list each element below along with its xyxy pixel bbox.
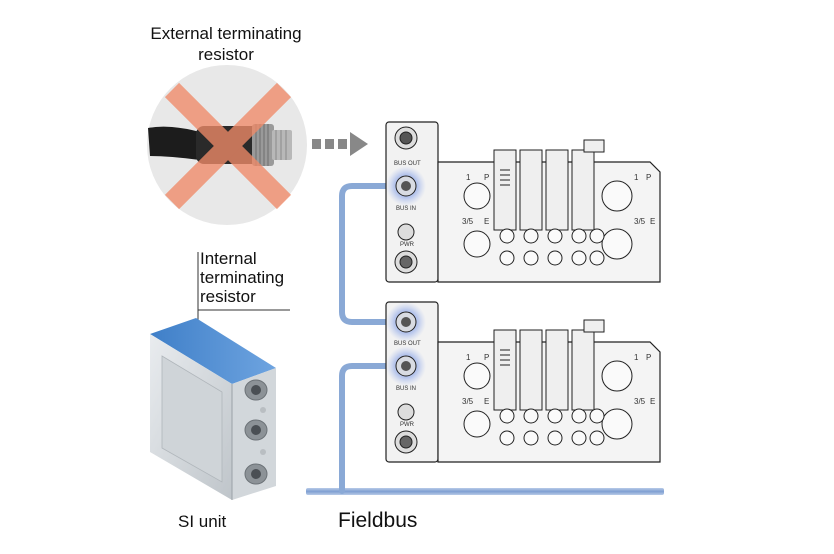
external-resistor-label-line2: resistor xyxy=(198,45,254,64)
fieldbus-cable xyxy=(306,183,664,495)
port-label-pwr-upper: PWR xyxy=(400,242,415,248)
port-label-bus-out-lower: BUS OUT xyxy=(394,341,421,347)
mark-e-right-upper: E xyxy=(650,217,655,226)
mark-p-right-upper: P xyxy=(646,173,651,182)
si-unit-device xyxy=(150,318,276,500)
mark-35-left-upper: 3/5 xyxy=(462,217,474,226)
internal-resistor-label-line3: resistor xyxy=(200,287,256,306)
mark-e-left-lower: E xyxy=(484,397,489,406)
port-label-bus-in-upper: BUS IN xyxy=(396,206,416,212)
port-label-bus-out-upper: BUS OUT xyxy=(394,161,421,167)
mark-e-left-upper: E xyxy=(484,217,489,226)
mark-1-left-upper: 1 xyxy=(466,173,471,182)
mark-1-right-upper: 1 xyxy=(634,173,639,182)
fieldbus-label: Fieldbus xyxy=(338,509,417,532)
mark-p-right-lower: P xyxy=(646,353,651,362)
port-label-bus-in-lower: BUS IN xyxy=(396,386,416,392)
mark-35-right-upper: 3/5 xyxy=(634,217,646,226)
mark-1-right-lower: 1 xyxy=(634,353,639,362)
port-label-pwr-lower: PWR xyxy=(400,422,415,428)
mark-35-left-lower: 3/5 xyxy=(462,397,474,406)
internal-resistor-leader-line xyxy=(197,252,290,311)
mark-p-left-upper: P xyxy=(484,173,489,182)
mark-p-left-lower: P xyxy=(484,353,489,362)
valve-manifold-lower: BUS OUT BUS IN PWR 1 P 3/5 E 1 P 3/5 E xyxy=(385,301,661,463)
si-unit-label: SI unit xyxy=(178,512,226,531)
mark-1-left-lower: 1 xyxy=(466,353,471,362)
valve-manifold-upper: BUS OUT BUS IN PWR 1 P 3/5 E 1 P 3/5 E xyxy=(385,121,661,283)
mark-35-right-lower: 3/5 xyxy=(634,397,646,406)
dashed-arrow-icon xyxy=(312,132,368,156)
internal-resistor-label-line2: terminating xyxy=(200,268,284,287)
mark-e-right-lower: E xyxy=(650,397,655,406)
internal-resistor-label-line1: Internal xyxy=(200,249,257,268)
external-resistor-label-line1: External terminating xyxy=(150,24,301,43)
cross-mark-icon xyxy=(164,82,292,210)
